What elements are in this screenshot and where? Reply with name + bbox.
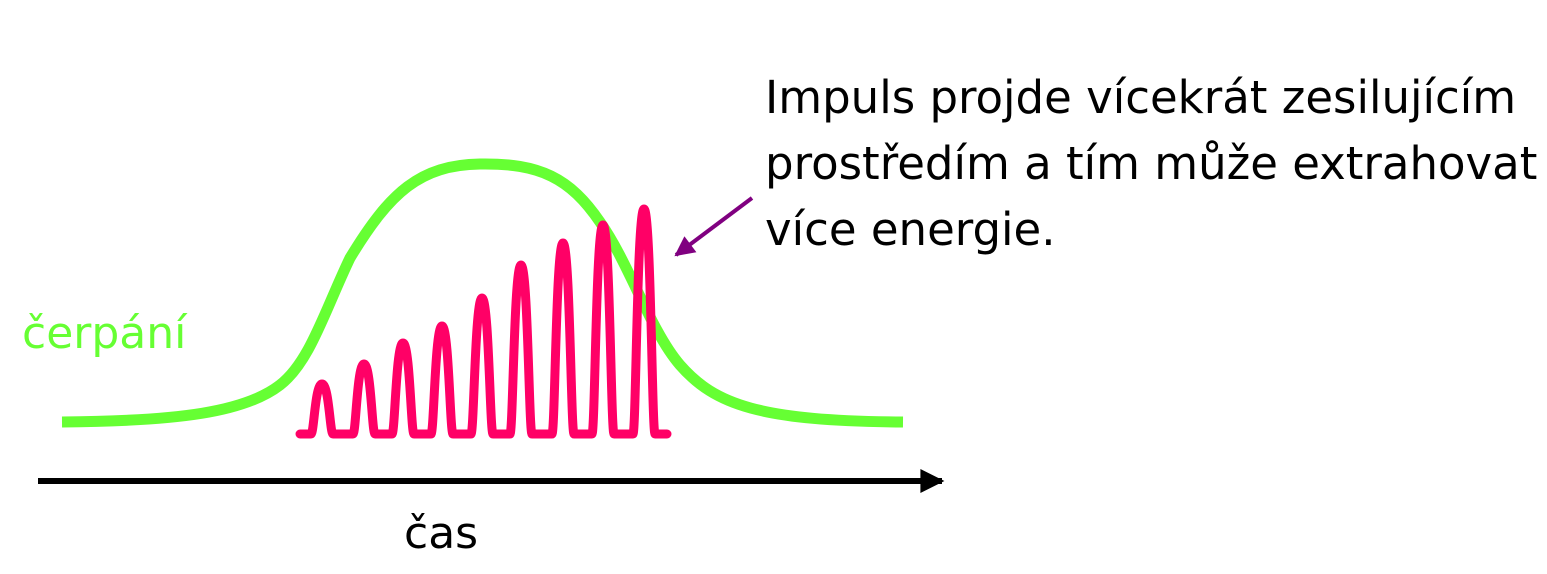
annotation-line: Impuls projde vícekrát zesilujícím (765, 71, 1517, 124)
pump-curve (61, 158, 904, 428)
pointer-arrow-icon (674, 196, 754, 257)
pump-label: čerpání (22, 308, 187, 359)
annotation-line: prostředím a tím může extrahovat (765, 137, 1538, 190)
pulse-train (295, 204, 672, 439)
time-axis-label: čas (404, 508, 479, 559)
annotation-line: více energie. (765, 203, 1056, 256)
annotation-text: Impuls projde vícekrát zesilujícím prost… (765, 65, 1545, 263)
